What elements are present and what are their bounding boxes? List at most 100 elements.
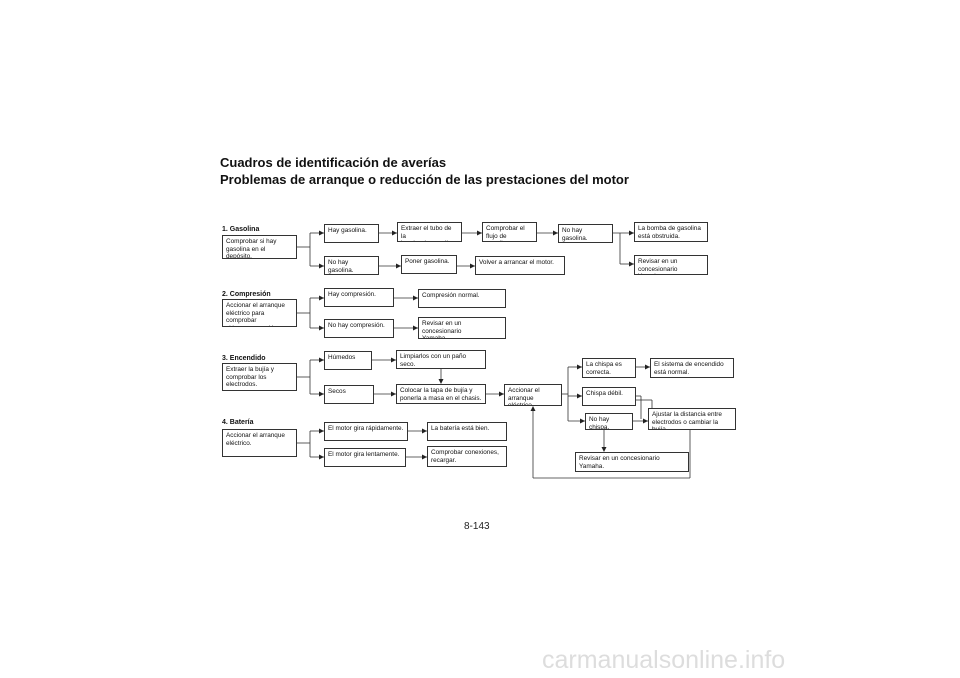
flow-box-b18: Limpiarlos con un paño seco.: [396, 350, 486, 369]
flow-box-line: Revisar en un concesionario: [579, 455, 660, 462]
arrow-right-icon: [319, 428, 324, 434]
flow-box-line: Hay compresión.: [328, 291, 376, 298]
flow-box-b2: Hay gasolina.: [324, 224, 379, 243]
flow-box-b29: El motor gira rápidamente.: [324, 422, 408, 441]
flow-box-line: El motor gira rápidamente.: [328, 425, 404, 432]
flow-box-line: No hay compresión.: [328, 322, 385, 329]
flow-box-line: Accionar el: [508, 387, 540, 394]
flow-box-b17: Húmedos: [324, 351, 372, 370]
flow-box-line: No hay gasolina.: [328, 259, 354, 274]
flow-box-line: recargar.: [431, 456, 457, 464]
watermark: carmanualsonline.info: [542, 646, 786, 674]
flow-box-line: concesionario Yamaha.: [638, 265, 678, 274]
flow-box-line: Ajustar la distancia entre: [652, 411, 722, 418]
flow-box-b14: No hay compresión.: [324, 319, 394, 338]
flow-box-line: Volver a arrancar el motor.: [479, 259, 554, 266]
page-title: Cuadros de identificación de averías: [220, 155, 447, 170]
arrow-right-icon: [413, 325, 418, 331]
flow-box-line: gasolina en el depósito.: [226, 245, 266, 259]
flow-box-line: No hay chispa.: [589, 416, 610, 430]
flow-box-b9: Volver a arrancar el motor.: [475, 256, 565, 275]
arrow-down-icon: [601, 447, 607, 452]
flow-box-b12: Hay compresión.: [324, 288, 394, 307]
flow-box-line: Revisar en un: [638, 258, 678, 265]
arrow-right-icon: [629, 230, 634, 236]
flow-box-line: El motor gira lentamente.: [328, 451, 400, 458]
flow-box-line: eléctrico para comprobar: [226, 309, 265, 325]
arrow-right-icon: [392, 230, 397, 236]
flow-box-b25: No hay chispa.: [585, 413, 633, 430]
arrow-right-icon: [319, 391, 324, 397]
arrow-right-icon: [319, 295, 324, 301]
arrow-right-icon: [319, 230, 324, 236]
arrow-right-icon: [413, 295, 418, 301]
flow-box-line: Secos: [328, 388, 346, 395]
flow-box-b13: Compresión normal.: [418, 289, 506, 308]
flow-box-line: Húmedos: [328, 354, 356, 361]
flow-box-line: electrodos.: [226, 381, 258, 389]
flow-box-line: Extraer el tubo de la: [401, 225, 452, 240]
flow-box-line: está normal.: [654, 368, 690, 376]
arrow-right-icon: [645, 364, 650, 370]
flow-box-line: Comprobar el: [486, 225, 525, 232]
flow-box-b32: Comprobar conexiones,recargar.: [427, 446, 507, 467]
flow-box-line: arranque eléctrico.: [508, 394, 534, 406]
flow-box-b19: Secos: [324, 385, 374, 404]
flow-box-line: correcta.: [586, 368, 611, 376]
flow-box-b24: Chispa débil.: [582, 387, 636, 406]
flow-box-line: Extraer la bujía y: [226, 366, 274, 373]
flow-box-b8: Poner gasolina.: [401, 255, 457, 274]
flow-box-line: está obstruida.: [638, 232, 680, 240]
flow-box-b31: El motor gira lentamente.: [324, 448, 406, 467]
arrow-right-icon: [499, 391, 504, 397]
flow-box-line: eléctrico.: [226, 439, 252, 447]
flow-box-line: si hay compresión.: [226, 325, 293, 326]
page-number: 8-143: [464, 521, 490, 532]
arrow-right-icon: [396, 263, 401, 269]
arrow-right-icon: [422, 428, 427, 434]
section-heading: 1. Gasolina: [222, 226, 260, 233]
flow-box-line: La batería está bien.: [431, 425, 490, 432]
flow-box-b5: No hay gasolina.: [558, 224, 613, 243]
flow-box-line: Comprobar conexiones,: [431, 449, 499, 456]
arrow-right-icon: [577, 364, 582, 370]
arrow-right-icon: [577, 393, 582, 399]
flow-box-line: flujo de gasolina.: [486, 232, 512, 241]
arrow-right-icon: [319, 357, 324, 363]
flow-box-line: Comprobar si hay: [226, 238, 277, 245]
section-heading: 3. Encendido: [222, 355, 266, 362]
arrow-down-icon: [438, 379, 444, 384]
flow-box-line: comprobar los: [226, 373, 267, 381]
flow-box-line: Limpiarlos con un paño seco.: [400, 353, 467, 368]
flow-box-line: Revisar en un concesionario: [422, 320, 462, 335]
flow-box-b7: No hay gasolina.: [324, 256, 379, 275]
arrow-right-icon: [643, 418, 648, 424]
arrow-right-icon: [477, 230, 482, 236]
flow-box-line: Accionar el arranque: [226, 302, 285, 309]
arrow-right-icon: [422, 454, 427, 460]
arrow-right-icon: [391, 357, 396, 363]
arrow-right-icon: [580, 418, 585, 424]
flow-box-line: El sistema de encendido: [654, 361, 724, 368]
flow-box-line: No hay gasolina.: [562, 227, 588, 242]
arrow-right-icon: [319, 263, 324, 269]
flow-box-line: Yamaha.: [579, 462, 605, 470]
flow-box-line: Chispa débil.: [586, 390, 623, 397]
arrow-up-icon: [530, 406, 536, 411]
page-subtitle: Problemas de arranque o reducción de las…: [220, 172, 629, 187]
arrow-right-icon: [470, 263, 475, 269]
flow-box-line: Yamaha.: [422, 335, 448, 339]
